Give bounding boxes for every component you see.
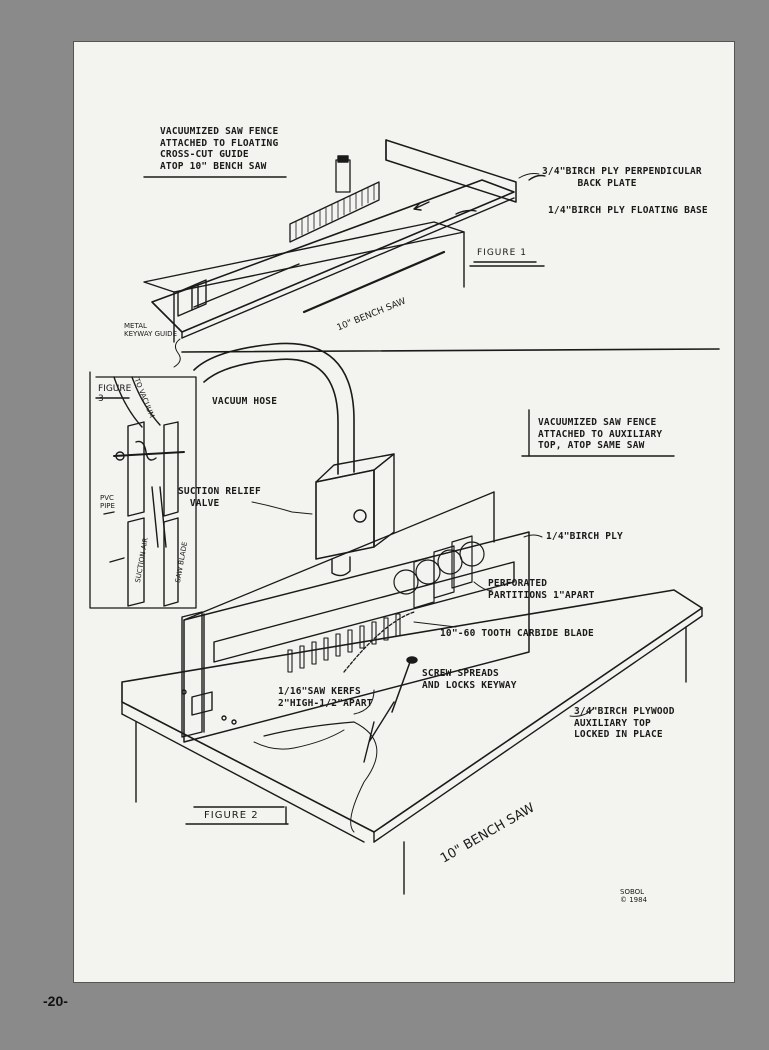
suction-relief-valve-label: SUCTION RELIEF VALVE [178, 486, 261, 509]
birch-ply-label: 1/4"BIRCH PLY [546, 531, 623, 542]
artist-signature: SOBOL © 1984 [620, 888, 648, 904]
figure-2-title: VACUUMIZED SAW FENCE ATTACHED TO AUXILIA… [538, 417, 663, 451]
figure-2-caption: FIGURE 2 [204, 810, 259, 821]
figure-3-drawing [89, 371, 197, 609]
figure-1-fence-kerfs [295, 183, 375, 239]
perforated-partitions [393, 535, 485, 609]
page-number: -20- [43, 993, 68, 1009]
technical-drawing [89, 139, 720, 895]
figure-1-caption: FIGURE 1 [477, 248, 527, 258]
pvc-pipe-label: PVC PIPE [100, 494, 115, 510]
figure-1-title: VACUUMIZED SAW FENCE ATTACHED TO FLOATIN… [160, 126, 279, 172]
figure-2-drawing [121, 342, 703, 895]
figure-1-drawing [143, 139, 546, 368]
figure-divider [181, 348, 720, 353]
perforated-partitions-label: PERFORATED PARTITIONS 1"APART [488, 578, 595, 601]
back-plate-label: 3/4"BIRCH PLY PERPENDICULAR BACK PLATE [542, 166, 702, 189]
saw-kerfs-label: 1/16"SAW KERFS 2"HIGH-1/2"APART [278, 686, 373, 709]
carbide-blade-label: 10"-60 TOOTH CARBIDE BLADE [440, 628, 594, 639]
floating-base-label: 1/4"BIRCH PLY FLOATING BASE [548, 205, 708, 216]
auxiliary-top-label: 3/4"BIRCH PLYWOOD AUXILIARY TOP LOCKED I… [574, 706, 675, 740]
saw-kerf-marks [287, 613, 401, 673]
drawing-sheet: VACUUMIZED SAW FENCE ATTACHED TO FLOATIN… [74, 42, 734, 982]
metal-keyway-guide-label: METAL KEYWAY GUIDE [124, 322, 177, 338]
vacuum-hose-label: VACUUM HOSE [212, 396, 278, 407]
screw-label: SCREW SPREADS AND LOCKS KEYWAY [422, 668, 517, 691]
figure-3-caption: FIGURE 3 [98, 384, 132, 404]
